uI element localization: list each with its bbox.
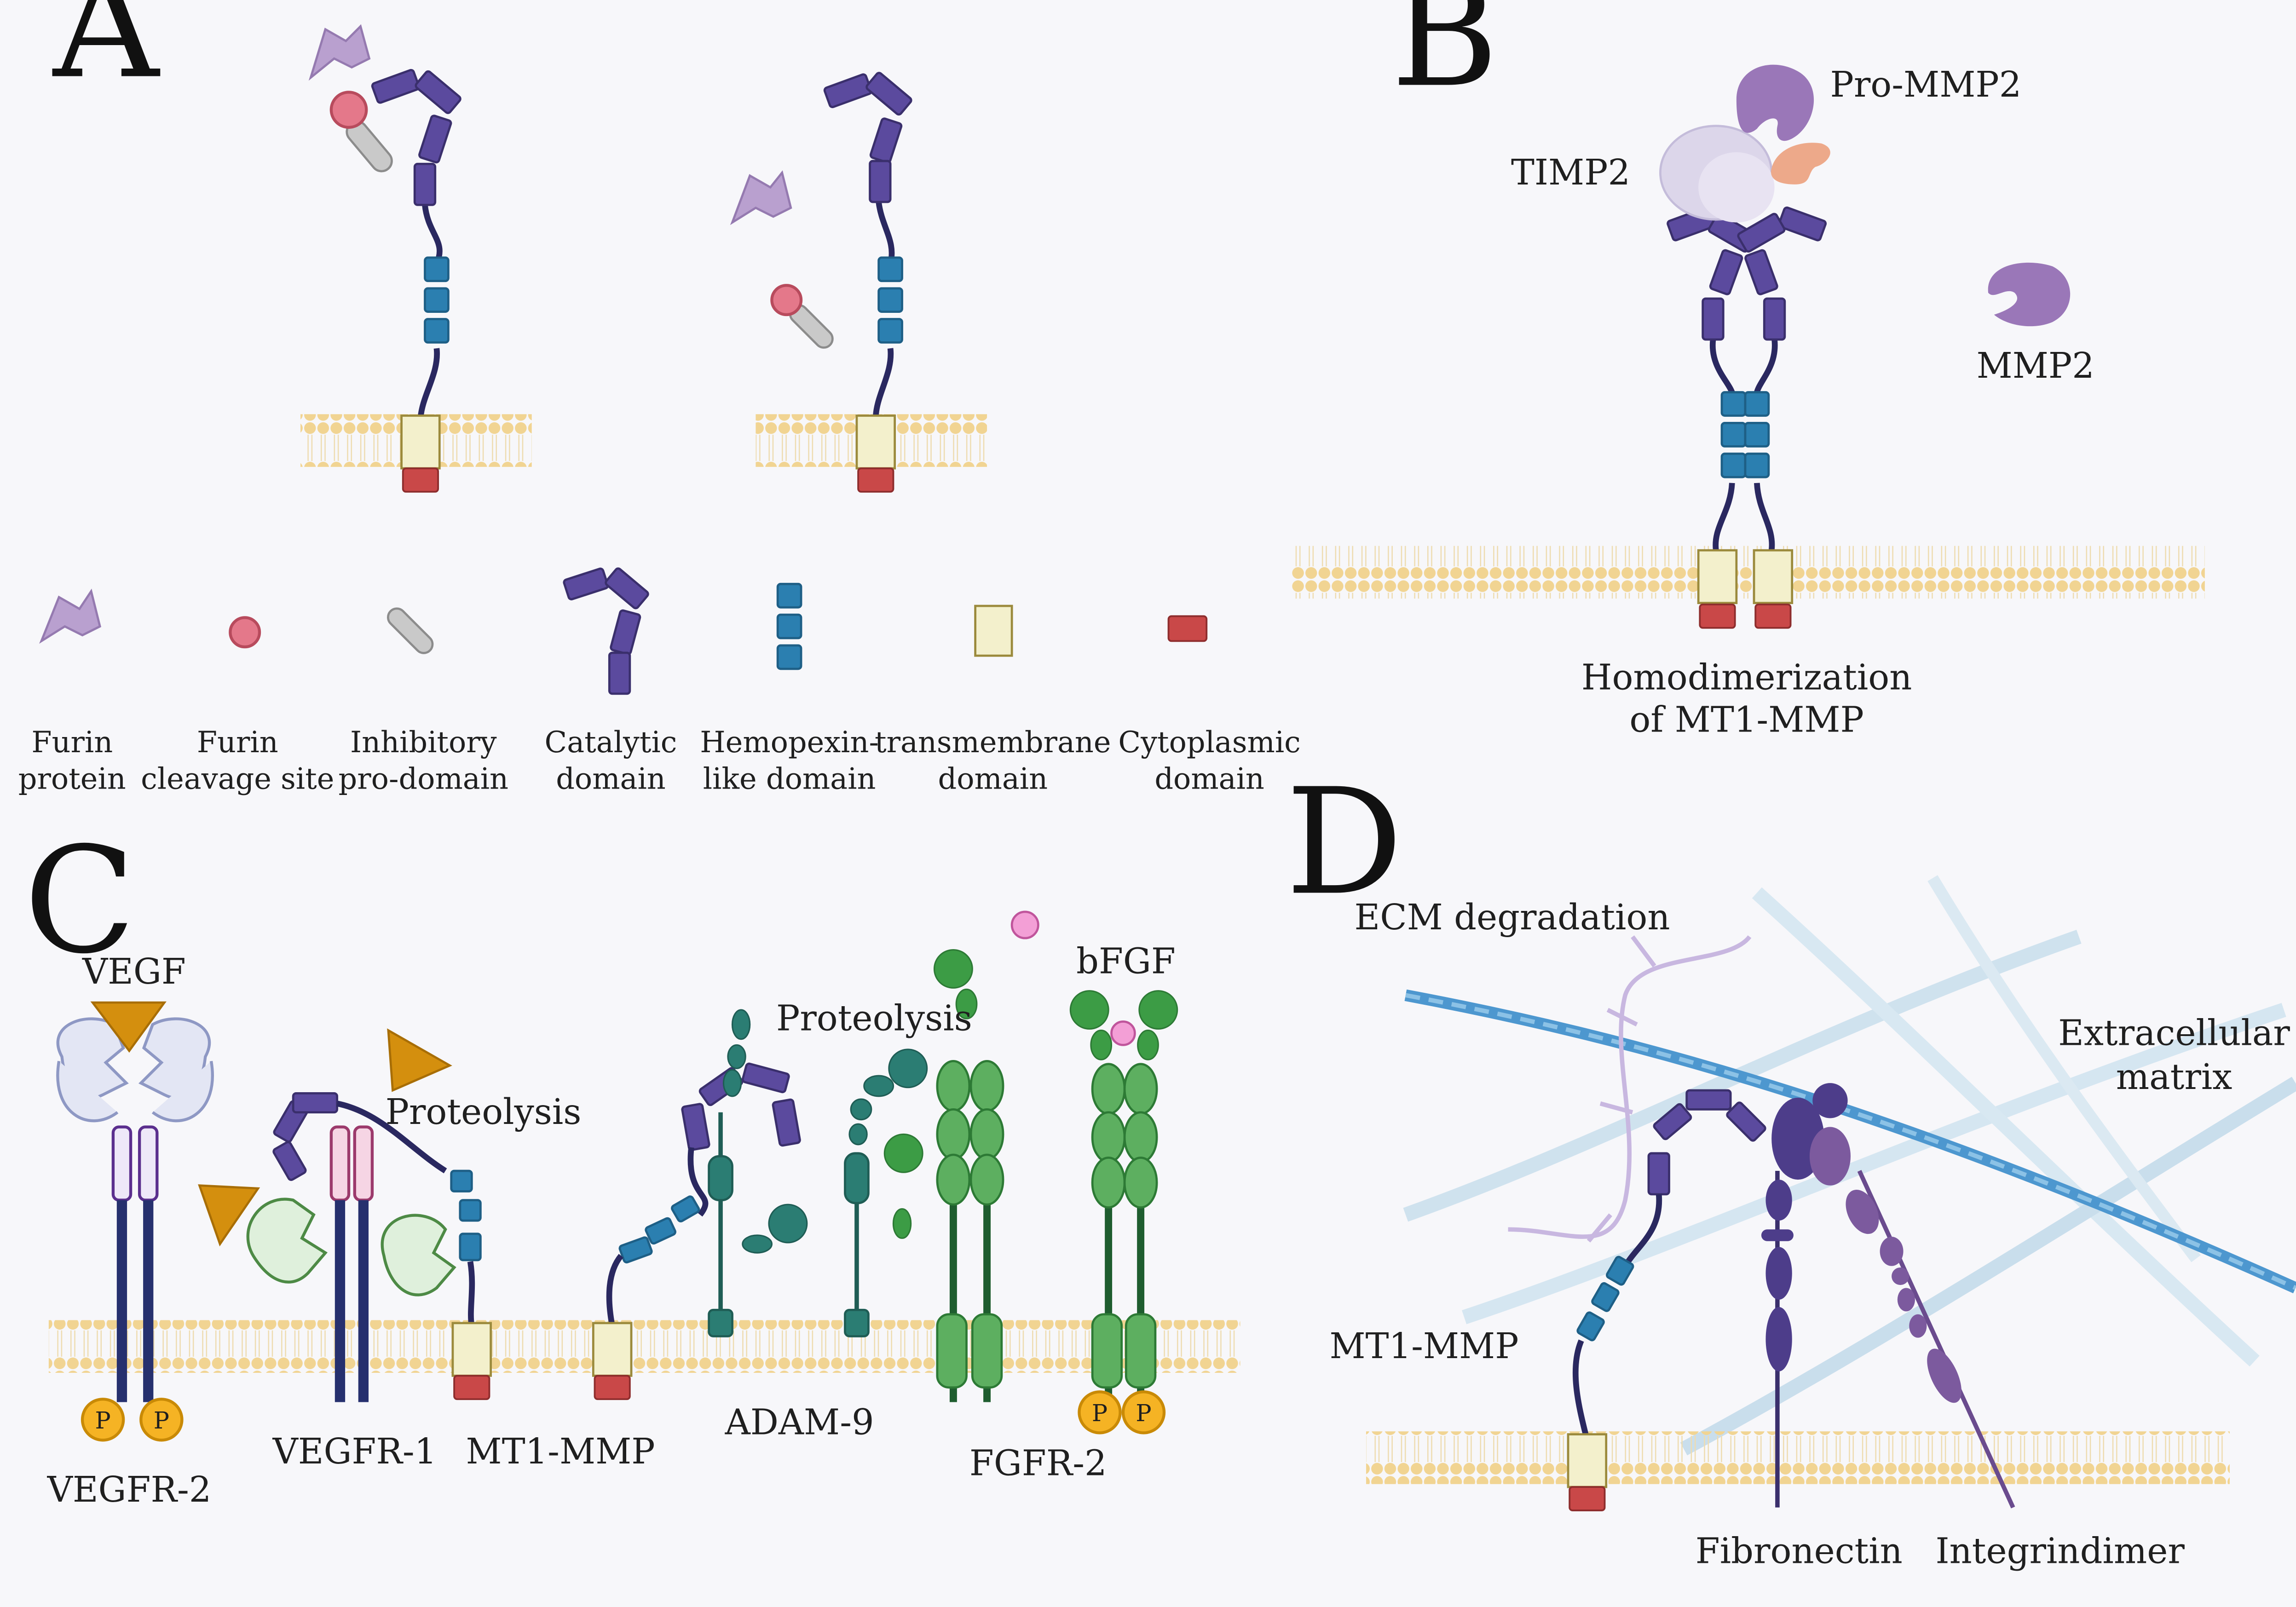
integrin-label: Integrindimer xyxy=(1936,1531,2185,1572)
vegfr1-receptor xyxy=(246,1125,456,1402)
dimer-caption: of MT1-MMP xyxy=(1629,700,1864,741)
adam9-label: ADAM-9 xyxy=(725,1402,874,1443)
furin-protein-icon xyxy=(39,588,102,644)
cleavage-site xyxy=(770,284,803,317)
mmp2-protein xyxy=(1988,262,2071,327)
transmembrane-domain-icon xyxy=(974,605,1013,657)
legend-label: Catalytic xyxy=(545,726,677,760)
panel-b-label: B xyxy=(1391,0,1499,120)
bfgf-ligand xyxy=(1010,910,1039,939)
hemopexin-domain-icon xyxy=(778,584,801,669)
panel-b-membrane xyxy=(1291,546,2205,599)
catalytic-domain xyxy=(823,72,912,203)
phospho-label: P xyxy=(154,1407,169,1434)
panel-d-label: D xyxy=(1286,758,1403,928)
degraded-collagen xyxy=(1508,935,1752,1243)
panel-a-label: A xyxy=(51,0,161,111)
pro-domain-icon xyxy=(387,607,434,654)
fgfr2-label: FGFR-2 xyxy=(969,1443,1107,1484)
panel-d-membrane xyxy=(1366,1431,2230,1484)
vegf-label: VEGF xyxy=(82,951,186,992)
phospho-label: P xyxy=(95,1407,110,1434)
furin-protein xyxy=(730,170,792,225)
mt1-mmp-d xyxy=(1568,1089,1766,1511)
legend-label: pro-domain xyxy=(339,762,508,796)
catalytic-domain xyxy=(371,69,462,206)
integrin-dimer xyxy=(1809,1127,2015,1509)
pro-mmp2-protein xyxy=(1736,64,1814,141)
cleavage-site xyxy=(329,91,368,129)
legend-label: Furin xyxy=(197,726,278,760)
fibronectin-label: Fibronectin xyxy=(1696,1531,1903,1572)
timp2-label: TIMP2 xyxy=(1511,152,1630,193)
timp2-protein xyxy=(1659,125,1775,223)
vegfr2-label: VEGFR-2 xyxy=(47,1469,212,1510)
vegf-ligand xyxy=(90,1001,167,1053)
legend-label: domain xyxy=(556,762,666,796)
phospho-label: P xyxy=(1092,1400,1108,1427)
adam9-protein xyxy=(708,1009,928,1337)
pro-mmp2-label: Pro-MMP2 xyxy=(1830,64,2021,105)
fibronectin xyxy=(1761,1083,1848,1508)
phospho-label: P xyxy=(1136,1400,1151,1427)
ecm-label: Extracellular xyxy=(2058,1013,2290,1054)
cytoplasmic-domain-icon xyxy=(1167,615,1208,642)
mt1-mmp-pro-form xyxy=(308,24,462,493)
proteolysis-label: Proteolysis xyxy=(776,998,972,1039)
panel-c-label: C xyxy=(24,816,136,986)
mt1-mmp-c2 xyxy=(593,1062,801,1400)
vegfr1-label: VEGFR-1 xyxy=(272,1431,437,1472)
legend-label: cleavage site xyxy=(141,762,334,796)
dimer-caption: Homodimerization xyxy=(1581,657,1912,698)
fgfr2-receptor-bound xyxy=(1069,990,1178,1433)
legend-label: Cytoplasmic xyxy=(1118,726,1300,760)
legend-label: Inhibitory xyxy=(350,726,497,760)
legend-label: transmembrane xyxy=(875,726,1111,760)
legend-label: protein xyxy=(18,762,126,796)
vegf-ligand-free xyxy=(198,1184,260,1247)
legend-label: domain xyxy=(1154,762,1264,796)
mmp2-label: MMP2 xyxy=(1977,346,2094,386)
legend-label: Furin xyxy=(31,726,113,760)
cleavage-site-icon xyxy=(229,616,261,649)
mt1-mmp-cleaved xyxy=(730,72,912,493)
vegf-ligand-free xyxy=(387,1028,452,1092)
legend-label: Hemopexin- xyxy=(700,726,879,760)
furin-protein xyxy=(308,24,371,81)
mt1mmp-d-label: MT1-MMP xyxy=(1329,1326,1518,1367)
proteolysis-label: Proteolysis xyxy=(386,1092,582,1133)
legend-label: domain xyxy=(938,762,1048,796)
vegfr2-receptor xyxy=(56,1017,214,1440)
ecm-degradation-label: ECM degradation xyxy=(1355,897,1670,938)
mt1mmp-label: MT1-MMP xyxy=(466,1431,655,1472)
panel-c-membrane xyxy=(48,1320,1240,1373)
pro-domain-blob xyxy=(1771,143,1830,184)
legend-label: like domain xyxy=(703,762,876,796)
bfgf-label: bFGF xyxy=(1076,941,1176,982)
mt1-mmp-c xyxy=(272,1092,490,1400)
fgfr2-receptor xyxy=(883,949,1004,1402)
catalytic-domain-icon xyxy=(563,567,649,695)
ecm-label: matrix xyxy=(2116,1057,2233,1098)
extracellular-matrix-fibers xyxy=(1403,875,2296,1456)
